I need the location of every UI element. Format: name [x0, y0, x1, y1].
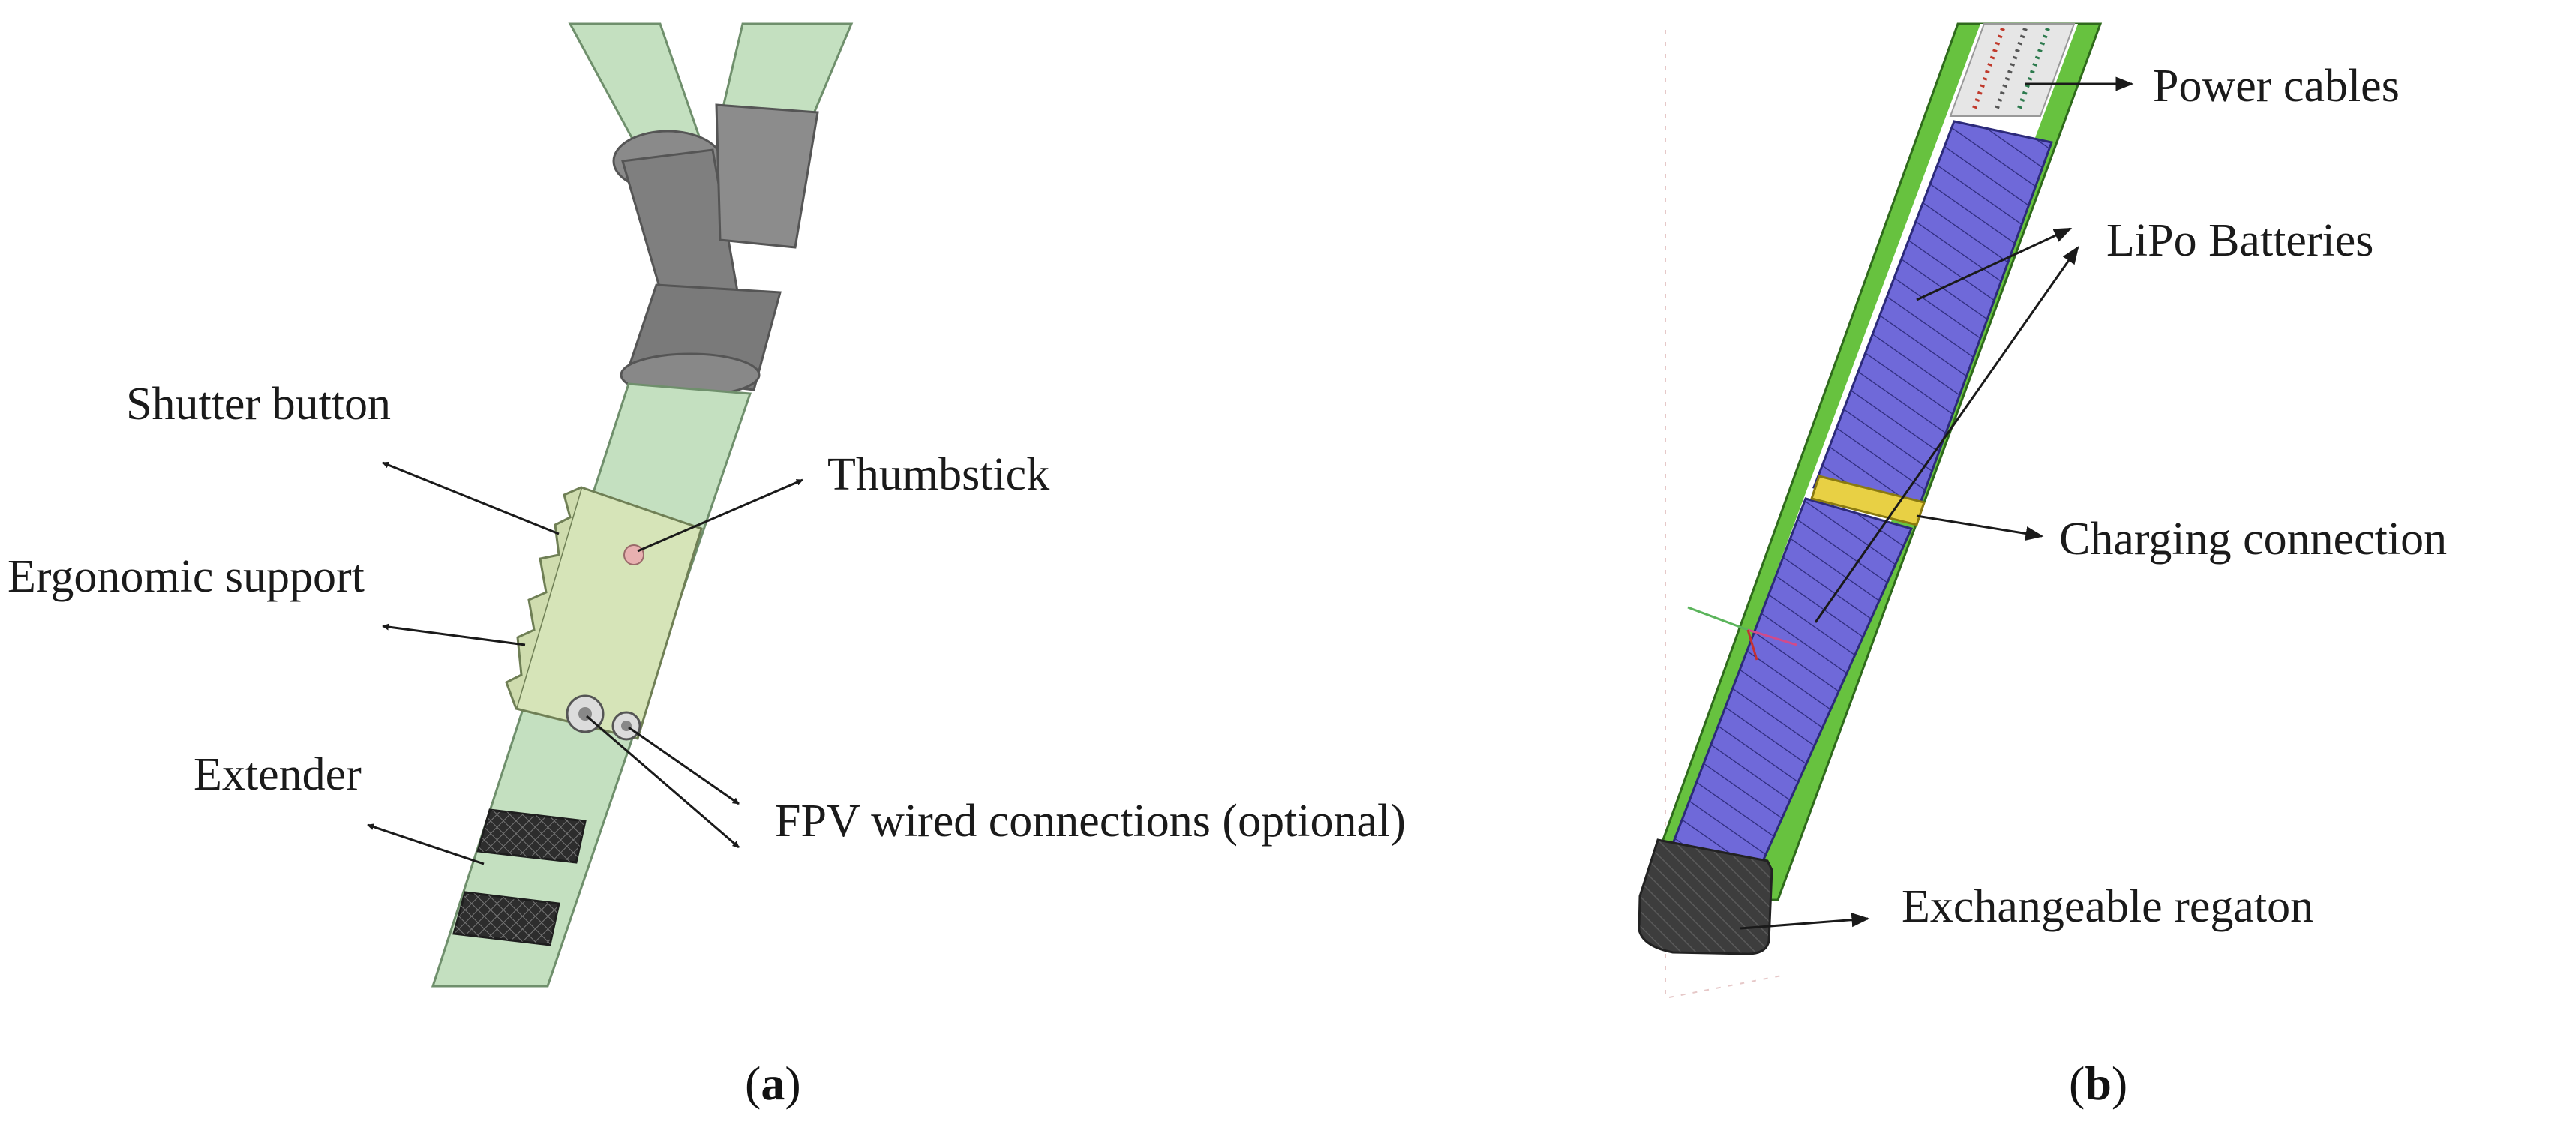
label-shutter-button: Shutter button — [126, 379, 392, 430]
panel-b-leaders — [1740, 76, 2134, 930]
caption-a-letter: a — [761, 1057, 785, 1110]
y-joint — [612, 103, 819, 397]
extender-rings — [452, 808, 587, 946]
axis-triad — [1687, 606, 1797, 661]
panel-a-leaders — [367, 461, 803, 865]
label-extender: Extender — [194, 749, 362, 800]
panel-b-section-view — [1638, 22, 2134, 998]
exchangeable-regaton — [1638, 838, 1773, 955]
power-cables — [1949, 23, 2076, 117]
caption-a: (a) — [745, 1057, 801, 1110]
label-lipo-batteries: LiPo Batteries — [2106, 215, 2374, 266]
ergonomic-handle — [505, 486, 703, 740]
panel-a-walking-stick-model — [367, 22, 854, 988]
caption-b: (b) — [2069, 1057, 2128, 1110]
charging-connector — [1810, 475, 1926, 526]
thumbstick-knob — [623, 544, 644, 565]
battery-upper — [1812, 120, 2053, 519]
caption-b-letter: b — [2085, 1057, 2112, 1110]
label-exchangeable-regaton: Exchangeable regaton — [1902, 881, 2314, 932]
label-fpv-wired-connections: FPV wired connections (optional) — [775, 796, 1406, 847]
label-ergonomic-support: Ergonomic support — [8, 551, 365, 602]
label-thumbstick: Thumbstick — [827, 449, 1050, 500]
label-power-cables: Power cables — [2153, 61, 2400, 112]
label-charging-connection: Charging connection — [2059, 514, 2448, 565]
